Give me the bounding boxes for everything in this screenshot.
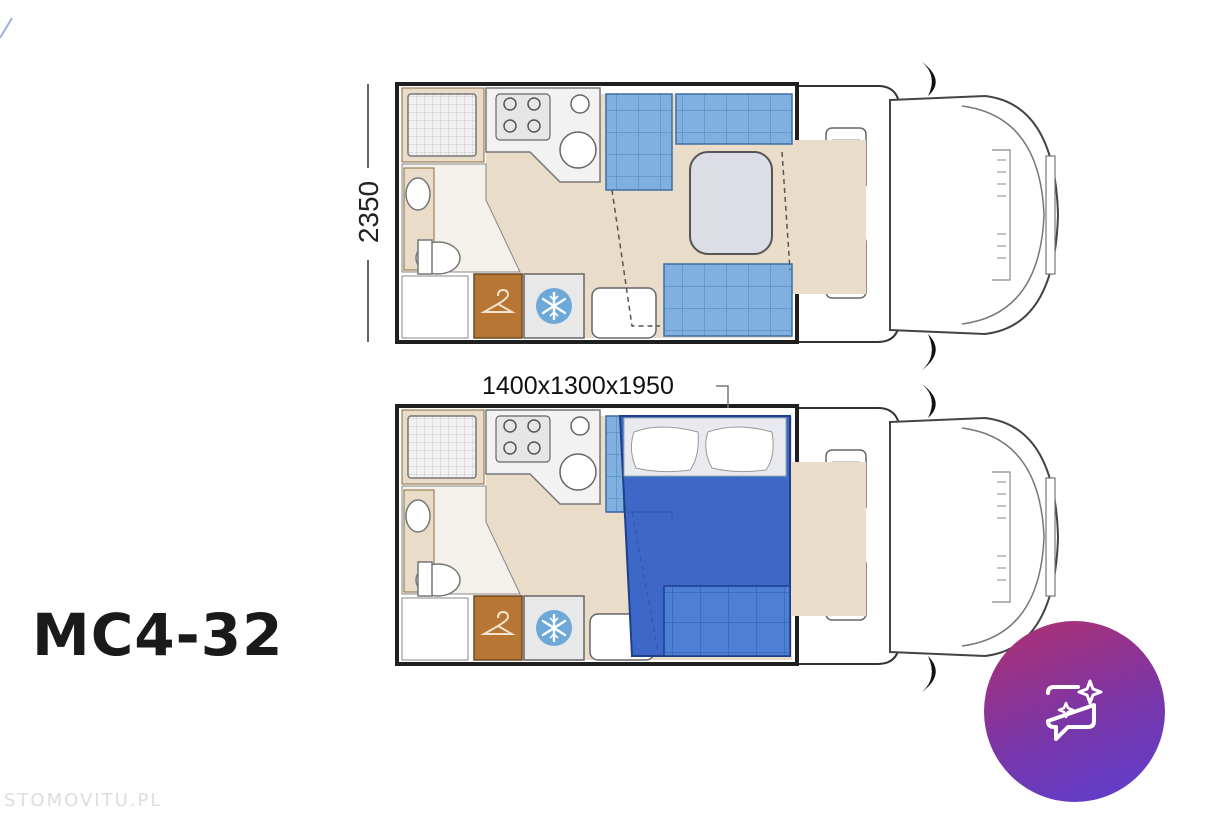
snowflake-icon [536, 288, 572, 324]
model-title: MC4-32 [32, 601, 284, 669]
watermark: STOMOVITU.PL [4, 790, 163, 811]
bed-size-leader [716, 385, 729, 408]
corner-mark [0, 17, 13, 39]
day-layout [395, 61, 1059, 371]
hanger-icon [480, 288, 516, 313]
bed-size-label: 1400x1300x1950 [482, 372, 674, 400]
hanger-icon [480, 610, 516, 635]
snowflake-icon [536, 610, 572, 646]
night-layout [395, 383, 1059, 693]
width-dimension-label: 2350 [353, 181, 384, 243]
ai-assistant-button[interactable] [984, 621, 1165, 802]
chat-sparkle-icon [1045, 679, 1102, 741]
